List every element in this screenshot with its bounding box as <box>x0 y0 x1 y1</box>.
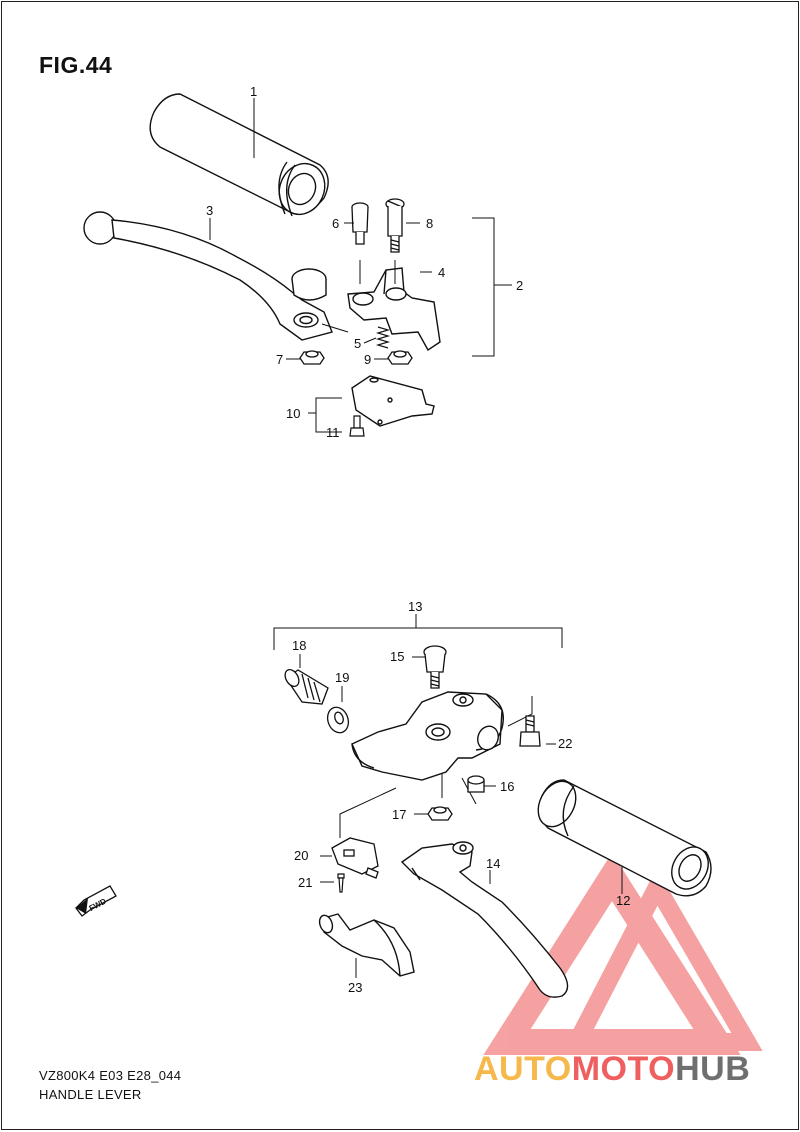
label-part-20: 20 <box>294 848 308 863</box>
part-17-nut <box>427 806 453 821</box>
part-16-collar <box>467 775 485 793</box>
part-14-brake-lever <box>400 841 569 998</box>
part-7-nut <box>299 350 325 365</box>
label-part-11: 11 <box>326 425 340 440</box>
lower-leader-lines <box>273 614 623 978</box>
label-part-10: 10 <box>286 406 300 421</box>
watermark-word-3: HUB <box>675 1050 751 1088</box>
label-part-23: 23 <box>348 980 362 995</box>
part-1-grip <box>149 93 329 217</box>
part-labels: 1 2 3 4 5 6 7 8 9 10 11 12 13 14 15 16 1… <box>206 84 630 995</box>
label-part-16: 16 <box>500 779 514 794</box>
label-part-15: 15 <box>390 649 404 664</box>
label-part-4: 4 <box>438 265 445 280</box>
part-15-pivot-bolt <box>423 645 447 689</box>
model-code: VZ800K4 E03 E28_044 <box>39 1068 182 1083</box>
part-3-clutch-lever <box>83 211 333 341</box>
part-23-cover <box>318 913 415 977</box>
label-part-1: 1 <box>250 84 257 99</box>
part-22-bolt <box>519 715 541 747</box>
label-part-7: 7 <box>276 352 283 367</box>
part-11-screw <box>349 415 365 437</box>
watermark-logo-text: AUTOMOTOHUB <box>474 1050 750 1089</box>
footer-caption: VZ800K4 E03 E28_044 HANDLE LEVER <box>39 1066 181 1104</box>
label-part-17: 17 <box>392 807 406 822</box>
part-13-lever-holder <box>351 691 504 781</box>
part-9-nut <box>387 350 413 365</box>
part-6-pivot-bolt <box>351 202 369 245</box>
label-part-18: 18 <box>292 638 306 653</box>
label-part-5: 5 <box>354 336 361 351</box>
part-5-spring <box>375 326 391 349</box>
watermark-word-1: AUTO <box>474 1050 572 1088</box>
label-part-2: 2 <box>516 278 523 293</box>
label-part-6: 6 <box>332 216 339 231</box>
part-19-locknut <box>326 706 350 734</box>
figure-caption: HANDLE LEVER <box>39 1087 142 1102</box>
label-part-3: 3 <box>206 203 213 218</box>
watermark-logo-mark <box>483 852 763 1055</box>
label-part-12: 12 <box>616 893 630 908</box>
part-10-switch <box>351 375 435 427</box>
label-part-9: 9 <box>364 352 371 367</box>
label-part-14: 14 <box>486 856 500 871</box>
upper-leader-lines <box>209 98 512 433</box>
part-8-bolt <box>385 198 405 253</box>
fwd-arrow-icon: FWD <box>75 885 117 917</box>
part-20-switch <box>331 837 379 879</box>
part-12-grip <box>537 779 712 897</box>
figure-title: FIG.44 <box>39 52 113 78</box>
label-part-8: 8 <box>426 216 433 231</box>
part-21-screw <box>337 873 345 893</box>
label-part-21: 21 <box>298 875 312 890</box>
label-part-13: 13 <box>408 599 422 614</box>
part-4-lever-bracket <box>347 267 441 352</box>
part-18-adjuster <box>284 668 329 705</box>
label-part-19: 19 <box>335 670 349 685</box>
label-part-22: 22 <box>558 736 572 751</box>
watermark-word-2: MOTO <box>571 1050 676 1088</box>
